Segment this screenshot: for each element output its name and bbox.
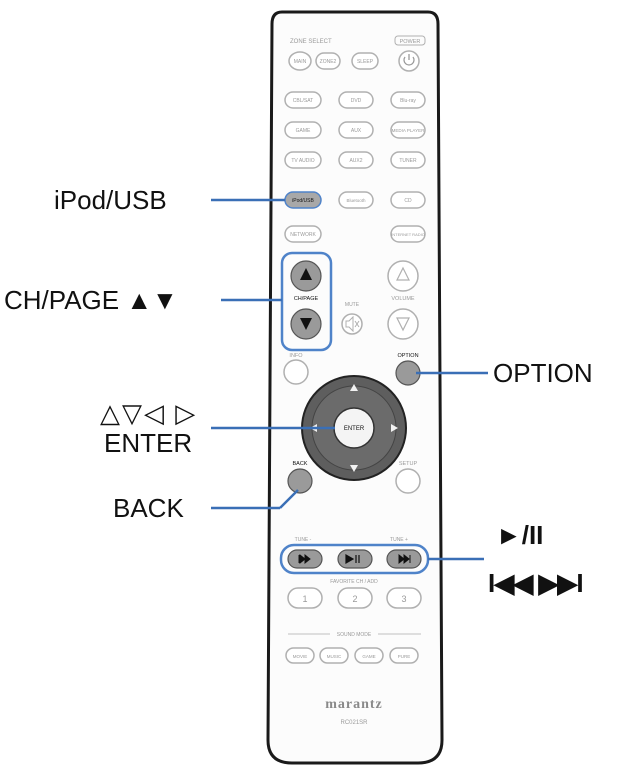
ch-page-down-icon [300, 318, 312, 330]
skip-back-icon [298, 553, 311, 565]
cursor-down-icon[interactable] [350, 465, 358, 472]
option-callout: OPTION [493, 358, 593, 388]
cd-button-label: CD [404, 198, 412, 204]
skip-callout: I◀◀ ▶▶I [488, 568, 584, 598]
cbl-sat-button-label: CBL/SAT [293, 98, 313, 104]
game-mode-button-label: GAME [362, 654, 375, 659]
bluray-button[interactable] [390, 91, 426, 109]
pure-button-label: PURE [398, 654, 411, 659]
cursor-right-icon[interactable] [391, 424, 398, 432]
speaker-mute-icon [345, 315, 360, 333]
ipod-usb-callout: iPod/USB [54, 185, 167, 215]
internet-radio-button[interactable] [390, 225, 426, 243]
main-button[interactable] [288, 51, 312, 71]
setup-button[interactable] [395, 468, 421, 494]
cursor-up-icon[interactable] [350, 384, 358, 391]
pure-button[interactable] [389, 647, 419, 664]
sleep-button[interactable] [351, 52, 379, 70]
volume-up-button[interactable] [387, 260, 419, 292]
tv-audio-button-label: TV AUDIO [291, 158, 314, 164]
play-pause-button[interactable] [337, 549, 373, 569]
setup-label: SETUP [399, 461, 418, 467]
volume-down-icon [396, 317, 410, 332]
network-button[interactable] [284, 225, 322, 243]
volume-label: VOLUME [391, 296, 415, 302]
favorite-1-label: 1 [302, 594, 307, 604]
main-button-label: MAIN [294, 59, 307, 65]
network-button-label: NETWORK [290, 232, 316, 238]
favorite-3-label: 3 [401, 594, 406, 604]
aux2-button[interactable] [338, 151, 374, 169]
model-label: RC021SR [340, 720, 368, 726]
back-label: BACK [293, 461, 308, 467]
play-pause-icon [345, 553, 360, 565]
ipod-usb-button-label: iPod/USB [292, 198, 314, 204]
ch-page-callout: CH/PAGE ▲▼ [4, 285, 178, 315]
option-label: OPTION [397, 353, 418, 359]
zone-select-label: ZONE SELECT [290, 39, 332, 45]
power-label-frame [394, 35, 426, 46]
info-label: INFO [289, 353, 303, 359]
favorite-3-button[interactable] [386, 587, 422, 609]
cbl-sat-button[interactable] [284, 91, 322, 109]
ch-page-highlight [280, 251, 333, 352]
music-button[interactable] [319, 647, 349, 664]
brand-logo: marantz [325, 697, 383, 712]
tv-audio-button[interactable] [284, 151, 322, 169]
bluetooth-button[interactable] [338, 191, 374, 209]
game-button-label: GAME [296, 128, 311, 134]
tune-plus-label: TUNE + [390, 537, 408, 543]
bluray-button-label: Blu-ray [400, 98, 416, 104]
enter-callout: ENTER [104, 428, 193, 458]
media-player-button-label: MEDIA PLAYER [392, 128, 425, 133]
volume-up-icon [396, 266, 410, 281]
aux-button-label: AUX [351, 128, 362, 134]
music-button-label: MUSIC [327, 654, 342, 659]
volume-down-button[interactable] [387, 308, 419, 340]
media-player-button[interactable] [390, 121, 426, 139]
power-icon [403, 56, 415, 66]
game-button[interactable] [284, 121, 322, 139]
skip-forward-icon [398, 553, 411, 565]
info-button[interactable] [283, 359, 309, 385]
cursor-arrows-callout: △▽◁ ▷ [100, 398, 198, 428]
play-pause-callout: ►/II [496, 520, 544, 550]
movie-button[interactable] [285, 647, 315, 664]
sound-mode-label: SOUND MODE [337, 632, 372, 638]
power-label: POWER [400, 39, 421, 45]
aux2-button-label: AUX2 [349, 158, 362, 164]
ch-page-up-icon [300, 268, 312, 280]
enter-button-label: ENTER [344, 426, 365, 432]
dvd-button-label: DVD [351, 98, 362, 104]
mute-button[interactable] [341, 313, 363, 335]
cd-button[interactable] [390, 191, 426, 209]
favorite-2-label: 2 [352, 594, 357, 604]
back-callout-riser [279, 489, 299, 509]
tune-minus-label: TUNE - [295, 537, 312, 543]
power-button[interactable] [398, 50, 420, 72]
movie-button-label: MOVIE [293, 654, 308, 659]
internet-radio-button-label: INTERNET RADIO [391, 232, 425, 237]
tuner-button-label: TUNER [399, 158, 417, 164]
zone2-button[interactable] [315, 52, 341, 70]
tuner-button[interactable] [390, 151, 426, 169]
bluetooth-button-label: Bluetooth [346, 198, 366, 203]
favorite-label: FAVORITE CH / ADD [330, 579, 378, 585]
aux-button[interactable] [338, 121, 374, 139]
back-button[interactable] [287, 468, 313, 494]
dvd-button[interactable] [338, 91, 374, 109]
ch-page-label: CH/PAGE [294, 296, 319, 302]
zone2-button-label: ZONE2 [320, 59, 337, 65]
favorite-2-button[interactable] [337, 587, 373, 609]
mute-label: MUTE [345, 302, 360, 308]
back-callout: BACK [113, 493, 184, 523]
game-mode-button[interactable] [354, 647, 384, 664]
favorite-1-button[interactable] [287, 587, 323, 609]
sleep-button-label: SLEEP [357, 59, 374, 65]
